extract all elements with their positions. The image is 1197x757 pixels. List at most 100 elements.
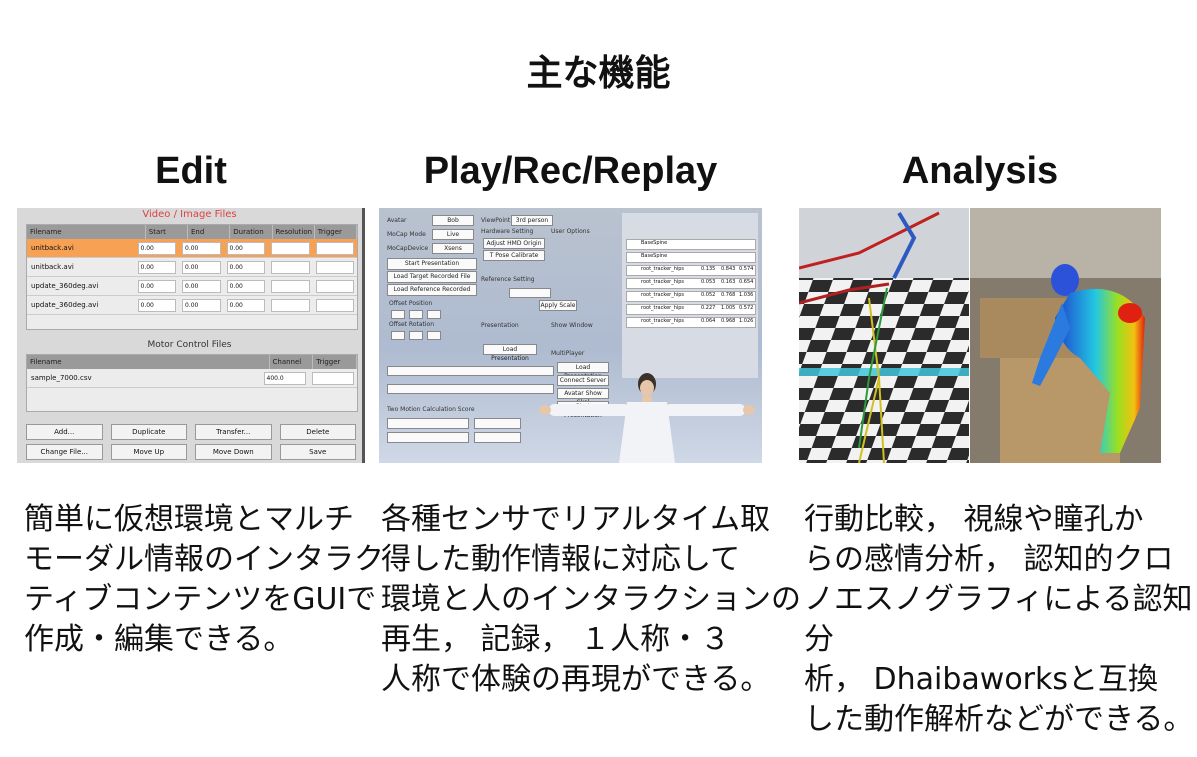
- row-value[interactable]: [315, 260, 354, 274]
- col-header: Filename: [27, 225, 146, 239]
- tracker-value: 1.005: [721, 305, 736, 311]
- col-header: Trigger: [315, 225, 357, 239]
- tracker-name: BaseSpine: [641, 240, 668, 246]
- score-reference-button[interactable]: [387, 432, 469, 443]
- table-row[interactable]: update_360deg.avi 0.00 0.00 0.00: [27, 296, 357, 315]
- user-options-label: User Options: [551, 228, 590, 235]
- table-row[interactable]: unitback.avi 0.00 0.00 0.00: [27, 258, 357, 277]
- video-table-header: Filename Start End Duration Resolution T…: [27, 225, 357, 239]
- load-presentation-button[interactable]: Load Presentation: [483, 344, 537, 362]
- offset-position-label: Offset Position: [389, 300, 433, 307]
- tracker-value: 0.768: [721, 292, 736, 298]
- table-row: BaseSpine: [626, 252, 756, 263]
- row-value[interactable]: [315, 241, 354, 255]
- row-value[interactable]: 0.00: [182, 241, 221, 255]
- change-file-button[interactable]: Change File...: [26, 444, 103, 460]
- row-value[interactable]: [271, 298, 310, 312]
- desc-line: 析， Dhaibaworksと互換: [804, 662, 1159, 697]
- row-value[interactable]: [311, 371, 354, 385]
- desc-line: 作成・編集できる。: [24, 622, 294, 657]
- row-value[interactable]: 0.00: [182, 260, 221, 274]
- row-value[interactable]: 0.00: [226, 260, 265, 274]
- reference-setting-label: Reference Setting: [481, 276, 535, 283]
- desc-line: モーダル情報のインタラク: [24, 542, 384, 577]
- adjust-hmd-button[interactable]: Adjust HMD Origin: [483, 238, 545, 249]
- table-row[interactable]: unitback.avi 0.00 0.00 0.00: [27, 239, 357, 258]
- motor-panel-title: Motor Control Files: [147, 340, 232, 350]
- row-value[interactable]: 0.00: [137, 298, 176, 312]
- desc-line: ティブコンテンツをGUIで: [24, 582, 377, 617]
- start-evaluate-button[interactable]: [474, 432, 521, 443]
- rotation-x-field[interactable]: [391, 331, 405, 340]
- row-value[interactable]: 0.00: [137, 241, 176, 255]
- load-target-button[interactable]: Load Target Recorded File: [387, 271, 477, 283]
- shared-file-path-field[interactable]: [387, 384, 554, 394]
- row-filename: update_360deg.avi: [31, 282, 99, 290]
- row-value[interactable]: [271, 279, 310, 293]
- rotation-y-field[interactable]: [409, 331, 423, 340]
- move-up-button[interactable]: Move Up: [110, 444, 187, 460]
- current-file-path-field[interactable]: [387, 366, 554, 376]
- row-value[interactable]: 0.00: [226, 298, 265, 312]
- viewpoint-label: ViewPoint: [481, 217, 511, 224]
- apply-scale-button[interactable]: Apply Scale: [539, 300, 577, 311]
- offset-y-field[interactable]: [409, 310, 423, 319]
- desc-line: ノエスノグラフィによる認知分: [804, 582, 1193, 657]
- mocap-mode-select[interactable]: Live: [432, 229, 474, 240]
- reference-select[interactable]: [509, 288, 551, 298]
- table-row[interactable]: sample_7000.csv 400.0: [27, 369, 357, 388]
- heatmap-body-view: [970, 208, 1161, 463]
- delete-button[interactable]: Delete: [279, 424, 356, 440]
- tracker-name: root_tracker_hips: [641, 318, 685, 324]
- play-description: 各種センサでリアルタイム取 得した動作情報に対応して 環境と人のインタラクション…: [381, 500, 801, 700]
- col-header: Duration: [230, 225, 273, 239]
- offset-x-field[interactable]: [391, 310, 405, 319]
- tracker-value: 1.026: [739, 318, 754, 324]
- row-value[interactable]: 0.00: [182, 279, 221, 293]
- calculate-score-button[interactable]: [474, 418, 521, 429]
- row-value[interactable]: [315, 279, 354, 293]
- col-header: End: [188, 225, 231, 239]
- row-filename: sample_7000.csv: [31, 374, 92, 382]
- row-value[interactable]: 0.00: [226, 279, 265, 293]
- hardware-setting-label: Hardware Setting: [481, 228, 534, 235]
- row-value[interactable]: 0.00: [137, 260, 176, 274]
- desc-line: 得した動作情報に対応して: [381, 542, 741, 577]
- move-down-button[interactable]: Move Down: [195, 444, 272, 460]
- table-row[interactable]: update_360deg.avi 0.00 0.00 0.00: [27, 277, 357, 296]
- col-header: Filename: [27, 355, 270, 369]
- start-presentation-button[interactable]: Start Presentation: [387, 258, 477, 270]
- row-value[interactable]: [315, 298, 354, 312]
- avatar-select[interactable]: Bob: [432, 215, 474, 226]
- row-value[interactable]: 0.00: [226, 241, 265, 255]
- row-value[interactable]: [271, 260, 310, 274]
- tpose-calibrate-button[interactable]: T Pose Calibrate: [483, 250, 545, 261]
- mocap-device-select[interactable]: Xsens: [432, 243, 474, 254]
- duplicate-button[interactable]: Duplicate: [110, 424, 187, 440]
- score-target-button[interactable]: [387, 418, 469, 429]
- col-header: Channel: [270, 355, 314, 369]
- tracker-value: 0.064: [701, 318, 716, 324]
- save-button[interactable]: Save: [279, 444, 356, 460]
- checkerboard-skeleton-image: [799, 208, 969, 463]
- rotation-z-field[interactable]: [427, 331, 441, 340]
- add-button[interactable]: Add...: [26, 424, 103, 440]
- row-value[interactable]: 0.00: [182, 298, 221, 312]
- offset-z-field[interactable]: [427, 310, 441, 319]
- avatar-label: Avatar: [387, 217, 407, 224]
- viewpoint-select[interactable]: 3rd person: [511, 215, 553, 226]
- col-header: Trigger: [313, 355, 357, 369]
- analysis-description: 行動比較， 視線や瞳孔か らの感情分析， 認知的クロ ノエスノグラフィによる認知…: [804, 500, 1197, 740]
- desc-line: 行動比較， 視線や瞳孔か: [804, 502, 1144, 537]
- row-filename: unitback.avi: [31, 244, 74, 252]
- load-reference-button[interactable]: Load Reference Recorded: [387, 284, 477, 296]
- connect-server-button[interactable]: Connect Server: [557, 375, 609, 386]
- desc-line: 再生， 記録， １人称・３: [381, 622, 731, 657]
- tracker-name: BaseSpine: [641, 253, 668, 259]
- row-value[interactable]: 400.0: [263, 371, 306, 385]
- row-value[interactable]: 0.00: [137, 279, 176, 293]
- transfer-button[interactable]: Transfer...: [195, 424, 272, 440]
- row-value[interactable]: [271, 241, 310, 255]
